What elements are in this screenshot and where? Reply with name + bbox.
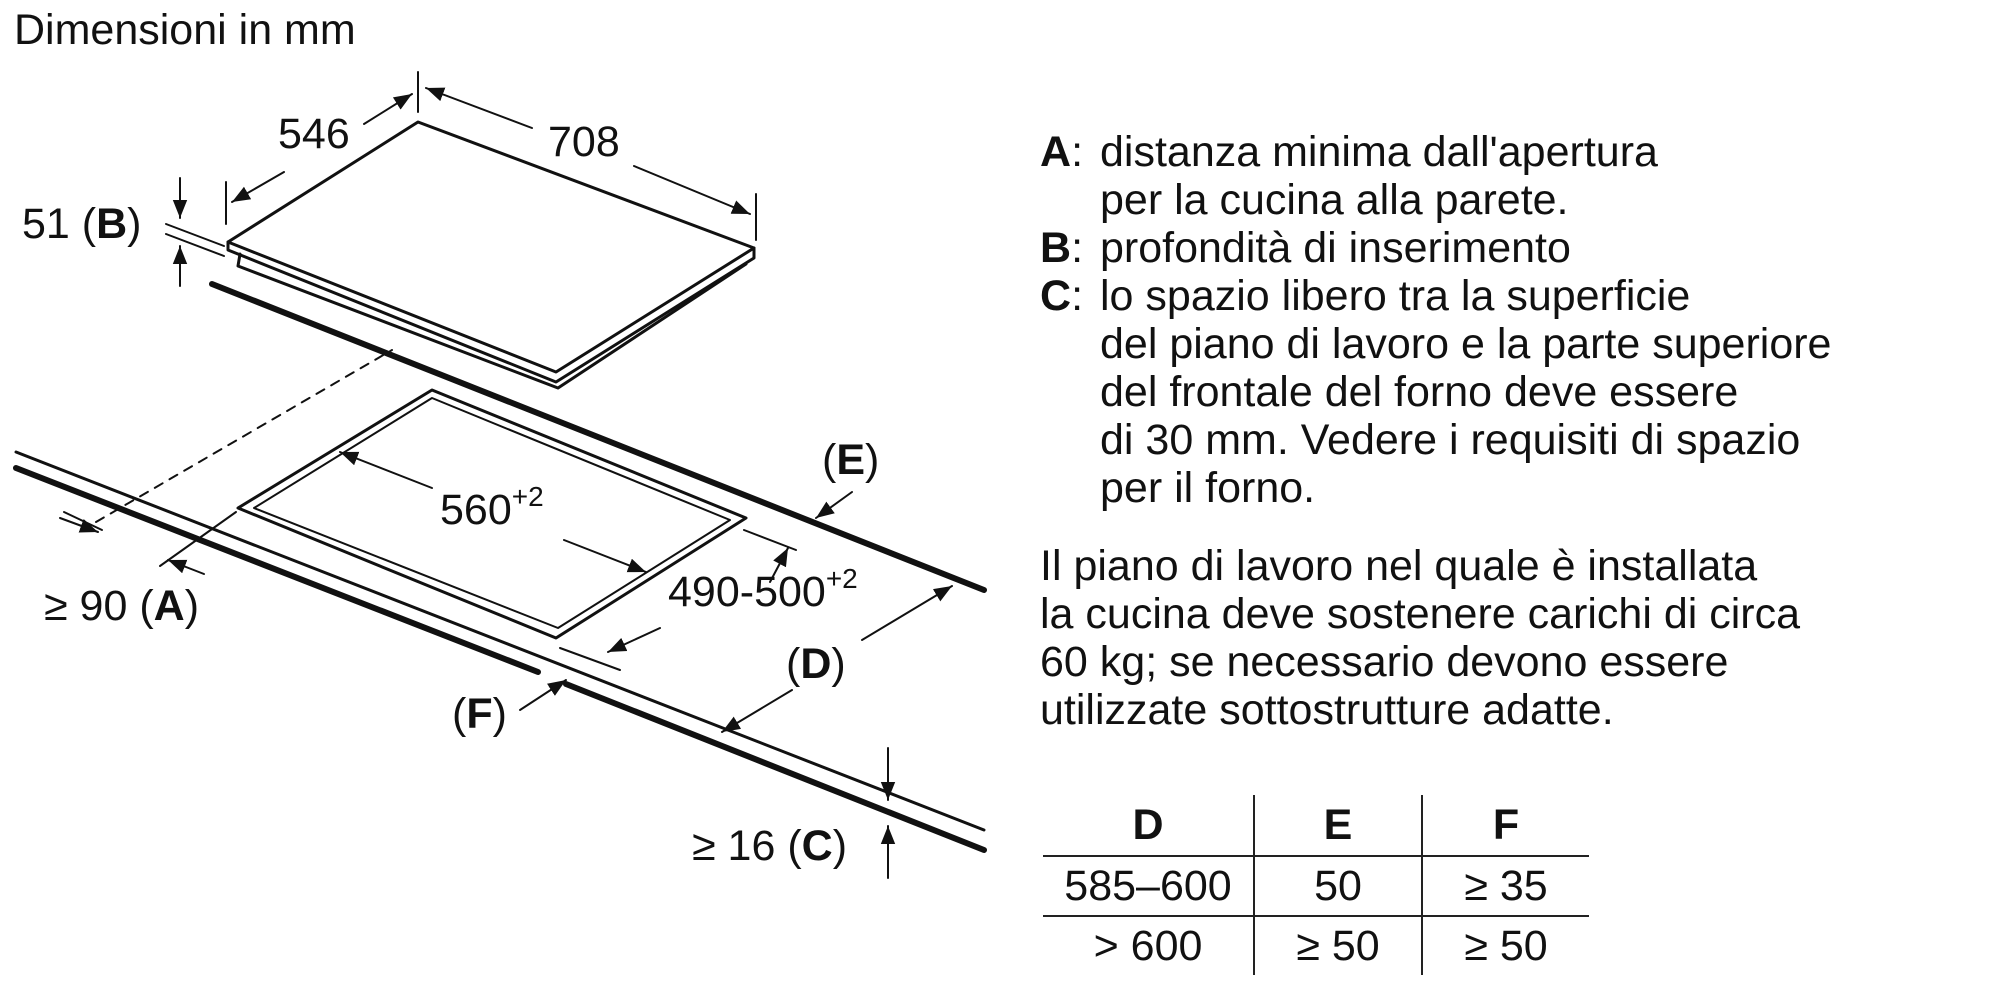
- note-line: Il piano di lavoro nel quale è installat…: [1040, 542, 1758, 590]
- dim-546-line-a: [231, 171, 285, 203]
- legend-text-a-line2: per la cucina alla parete.: [1100, 176, 1569, 224]
- dim-label-490-500: 490-500+2: [668, 563, 858, 616]
- legend-text-c-line1: lo spazio libero tra la superficie: [1100, 272, 1691, 320]
- legend-text-c-line4: di 30 mm. Vedere i requisiti di spazio: [1100, 416, 1801, 464]
- dim-label-f: (F): [452, 690, 507, 738]
- clearance-table: D E F 585–600 50 ≥ 35 > 600 ≥ 50 ≥ 50: [1043, 795, 1589, 975]
- worktop-front-edge-bottom-1: [13, 465, 541, 675]
- cooktop-drawing: [13, 71, 987, 879]
- legend-text-c-line3: del frontale del forno deve essere: [1100, 368, 1739, 416]
- table-cell: 585–600: [1064, 861, 1232, 910]
- table-cell: > 600: [1093, 921, 1203, 970]
- dim-708-line-a: [425, 87, 533, 129]
- note-line: la cucina deve sostenere carichi di circ…: [1040, 590, 1801, 638]
- dim-a-arrow-b: [167, 559, 205, 575]
- cooktop-top-surface: [226, 120, 756, 374]
- dim-a-arrow-a: [59, 517, 99, 533]
- dim-560-line-a: [339, 451, 433, 489]
- legend: A: distanza minima dall'apertura per la …: [1040, 128, 1831, 512]
- worktop-back-edge: [209, 281, 987, 593]
- load-note: Il piano di lavoro nel quale è installat…: [1040, 542, 1800, 734]
- dim-label-d: (D): [786, 640, 846, 688]
- dim-708-line-b: [633, 165, 751, 215]
- dim-490-line: [607, 627, 661, 653]
- legend-text-c-line5: per il forno.: [1100, 464, 1316, 512]
- legend-text-c-line2: del piano di lavoro e la parte superiore: [1100, 320, 1832, 368]
- note-line: 60 kg; se necessario devono essere: [1040, 638, 1729, 686]
- cutout-inner: [253, 397, 731, 629]
- dim-e-arrow: [815, 491, 853, 519]
- table-header-e: E: [1253, 795, 1422, 856]
- table-cell: ≥ 50: [1421, 916, 1589, 975]
- dim-label-546: 546: [278, 110, 350, 158]
- dim-d-line-b: [721, 689, 793, 733]
- dim-label-16-c: ≥ 16 (C): [692, 822, 847, 870]
- cooktop-underside: [236, 252, 748, 390]
- dim-label-51-b: 51 (B): [22, 200, 142, 248]
- legend-item-b: B: profondità di inserimento: [1040, 224, 1571, 272]
- cooktop-front-edge: [226, 240, 756, 384]
- table-cell: ≥ 50: [1253, 916, 1422, 975]
- note-line: utilizzate sottostrutture adatte.: [1040, 686, 1614, 734]
- table-cell: 50: [1253, 856, 1422, 916]
- dim-label-e: (E): [822, 436, 879, 484]
- table-header-row: D E F: [1043, 795, 1589, 856]
- dim-560-line-b: [563, 539, 647, 573]
- table-header-f: F: [1421, 795, 1589, 856]
- dim-f-arrow: [519, 679, 567, 711]
- dim-490-arrow-a: [769, 547, 789, 583]
- table-header-d: D: [1132, 800, 1164, 849]
- table-row: 585–600 50 ≥ 35: [1043, 856, 1589, 916]
- dim-b-ext-bottom: [165, 233, 225, 257]
- table-row: > 600 ≥ 50 ≥ 50: [1043, 916, 1589, 975]
- cutout-outer: [236, 388, 748, 640]
- legend-key-c: C: [1040, 272, 1072, 320]
- dim-a-ext-front: [159, 511, 237, 567]
- dim-546-line-b: [363, 93, 413, 125]
- legend-key-a: A: [1040, 128, 1072, 176]
- dim-d-line-a: [861, 585, 953, 641]
- dim-label-708: 708: [548, 118, 620, 166]
- legend-item-c: C: lo spazio libero tra la superficie de…: [1040, 272, 1832, 512]
- legend-text-a-line1: distanza minima dall'apertura: [1100, 128, 1658, 176]
- legend-item-a: A: distanza minima dall'apertura per la …: [1040, 128, 1658, 224]
- worktop-front-edge-bottom-2: [563, 681, 987, 853]
- dim-label-560: 560+2: [440, 481, 544, 534]
- page-title: Dimensioni in mm: [14, 6, 356, 54]
- dim-490-ext-a: [743, 529, 797, 551]
- dim-490-ext-b: [559, 647, 621, 671]
- worktop-front-edge-top: [14, 450, 986, 832]
- legend-text-b-line1: profondità di inserimento: [1100, 224, 1571, 272]
- legend-key-b: B: [1040, 224, 1072, 272]
- dim-b-ext-top: [165, 223, 225, 247]
- dim-label-90-a: ≥ 90 (A): [44, 582, 199, 630]
- table-cell: ≥ 35: [1421, 856, 1589, 916]
- wall-dashed-line: [95, 349, 393, 523]
